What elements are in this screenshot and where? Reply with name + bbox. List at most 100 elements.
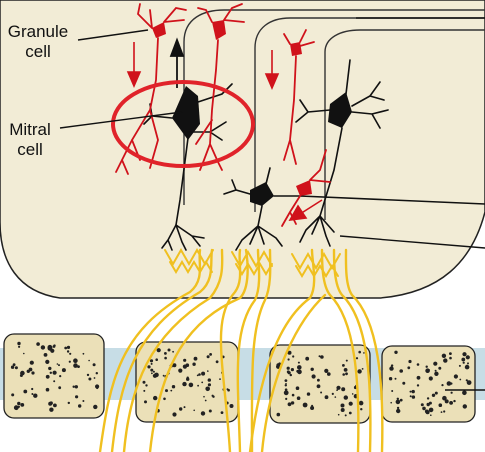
bone-pore [324, 395, 329, 400]
bone-pore [50, 348, 55, 353]
bone-pore [56, 363, 59, 365]
bone-pore [88, 377, 92, 381]
bone-texture [10, 341, 472, 417]
bone-pore [428, 376, 433, 381]
bone-pore [155, 358, 158, 362]
bone-pore [170, 389, 173, 392]
mitral-label-line2: cell [17, 140, 43, 159]
bone-pore [411, 395, 416, 399]
bone-pore [305, 356, 310, 361]
bone-pore [154, 372, 159, 378]
bone-pore [152, 370, 155, 373]
bone-pore [331, 392, 334, 395]
bone-pore [197, 384, 200, 387]
granule-label-line1: Granule [7, 22, 69, 41]
bone-pore [61, 368, 66, 373]
bone-pore [183, 406, 186, 409]
bone-pore [198, 373, 201, 376]
bone-pore [390, 364, 394, 367]
mitral-cells [143, 59, 485, 251]
bone-pore [297, 369, 302, 375]
bone-pore [467, 362, 469, 365]
bone-pore [462, 404, 467, 409]
bone-pore [284, 384, 287, 387]
bone-pore [10, 365, 15, 369]
bone-pore [348, 401, 353, 406]
bone-pore [45, 374, 50, 379]
bone-pore [192, 362, 196, 366]
bone-pore [179, 407, 183, 411]
bone-pore [287, 350, 292, 355]
bone-pore [78, 404, 82, 408]
bone-pore [196, 374, 199, 377]
bone-pore [28, 367, 33, 372]
bone-pore [391, 390, 394, 392]
bone-pore [348, 411, 352, 415]
diagonal-arrow [288, 204, 308, 221]
bone-pore [142, 380, 146, 384]
bone-pore [96, 387, 99, 390]
bone-pore [193, 356, 198, 361]
bone-pore [341, 387, 346, 392]
bone-pore [449, 401, 453, 405]
bone-pore [19, 374, 23, 377]
bone-pore [399, 369, 404, 373]
mitral-cell-body-3 [250, 182, 274, 206]
bone-pore [411, 389, 415, 394]
olfactory-bulb [0, 0, 485, 299]
bone-pore [465, 355, 470, 360]
bone-pore [285, 382, 287, 385]
bone-pore [363, 352, 365, 354]
bone-pore [17, 401, 21, 406]
bone-pore [72, 385, 75, 388]
down-arrow-2 [264, 73, 280, 91]
bone-pore [82, 400, 85, 402]
bone-pore [396, 397, 399, 400]
bone-pore [399, 398, 403, 402]
bone-pore [306, 392, 311, 396]
bone-pore [453, 374, 458, 379]
mitral-highlight-circle [111, 80, 255, 168]
bone-pore [58, 364, 60, 367]
bone-pore [95, 372, 99, 375]
bone-pore [207, 370, 209, 372]
bone-pore [342, 364, 345, 367]
bone-pore [283, 390, 289, 396]
bone-pore [284, 379, 288, 382]
bone-pore [48, 366, 52, 371]
bone-pore [444, 399, 449, 404]
bone-pore [47, 344, 53, 350]
bone-pore [186, 377, 190, 381]
bone-pore [151, 372, 153, 375]
bone-pore [11, 393, 15, 397]
bone-pore [449, 352, 452, 355]
bone-pore [416, 375, 421, 380]
bone-pore [395, 399, 401, 405]
bone-pore [424, 409, 429, 414]
bone-pore [59, 375, 62, 378]
bone-pore [443, 358, 448, 363]
bone-pore [183, 358, 187, 362]
bone-pore [434, 371, 439, 376]
bone-pore [291, 393, 295, 397]
bone-pore [284, 388, 288, 392]
bone-pore [53, 403, 57, 408]
mitral-cell-outline-3 [324, 29, 485, 220]
bone-pore [324, 368, 329, 373]
bone-pore [318, 355, 321, 358]
bone-pore [211, 394, 214, 397]
bone-pore [93, 377, 96, 379]
bone-pore [286, 366, 290, 370]
bone-pore [205, 386, 210, 392]
bone-pore [23, 389, 28, 394]
bone-pore [201, 371, 206, 376]
bone-pore [95, 384, 100, 389]
bone-pore [149, 359, 154, 363]
bone-pore [345, 359, 348, 362]
bone-pore [450, 391, 453, 394]
granule-cell-label: Granule cell [0, 22, 76, 62]
bone-pore [45, 387, 50, 392]
bone-pore [36, 342, 40, 346]
bone-pore [18, 345, 21, 348]
